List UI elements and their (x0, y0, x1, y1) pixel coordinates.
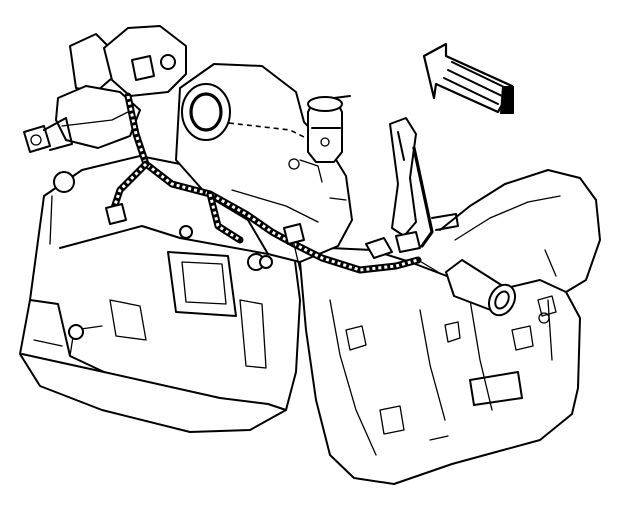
fluid-fitting (23, 117, 73, 153)
wiring-harness (108, 92, 439, 274)
coolant-outlet (445, 259, 516, 317)
sensor (307, 95, 351, 163)
transmission-case (19, 155, 301, 433)
engine-mount (53, 25, 187, 193)
electrical-connector (105, 203, 421, 269)
direction-arrow-icon (422, 42, 514, 114)
mounting-bracket (389, 117, 459, 248)
intake-tube (181, 83, 231, 141)
